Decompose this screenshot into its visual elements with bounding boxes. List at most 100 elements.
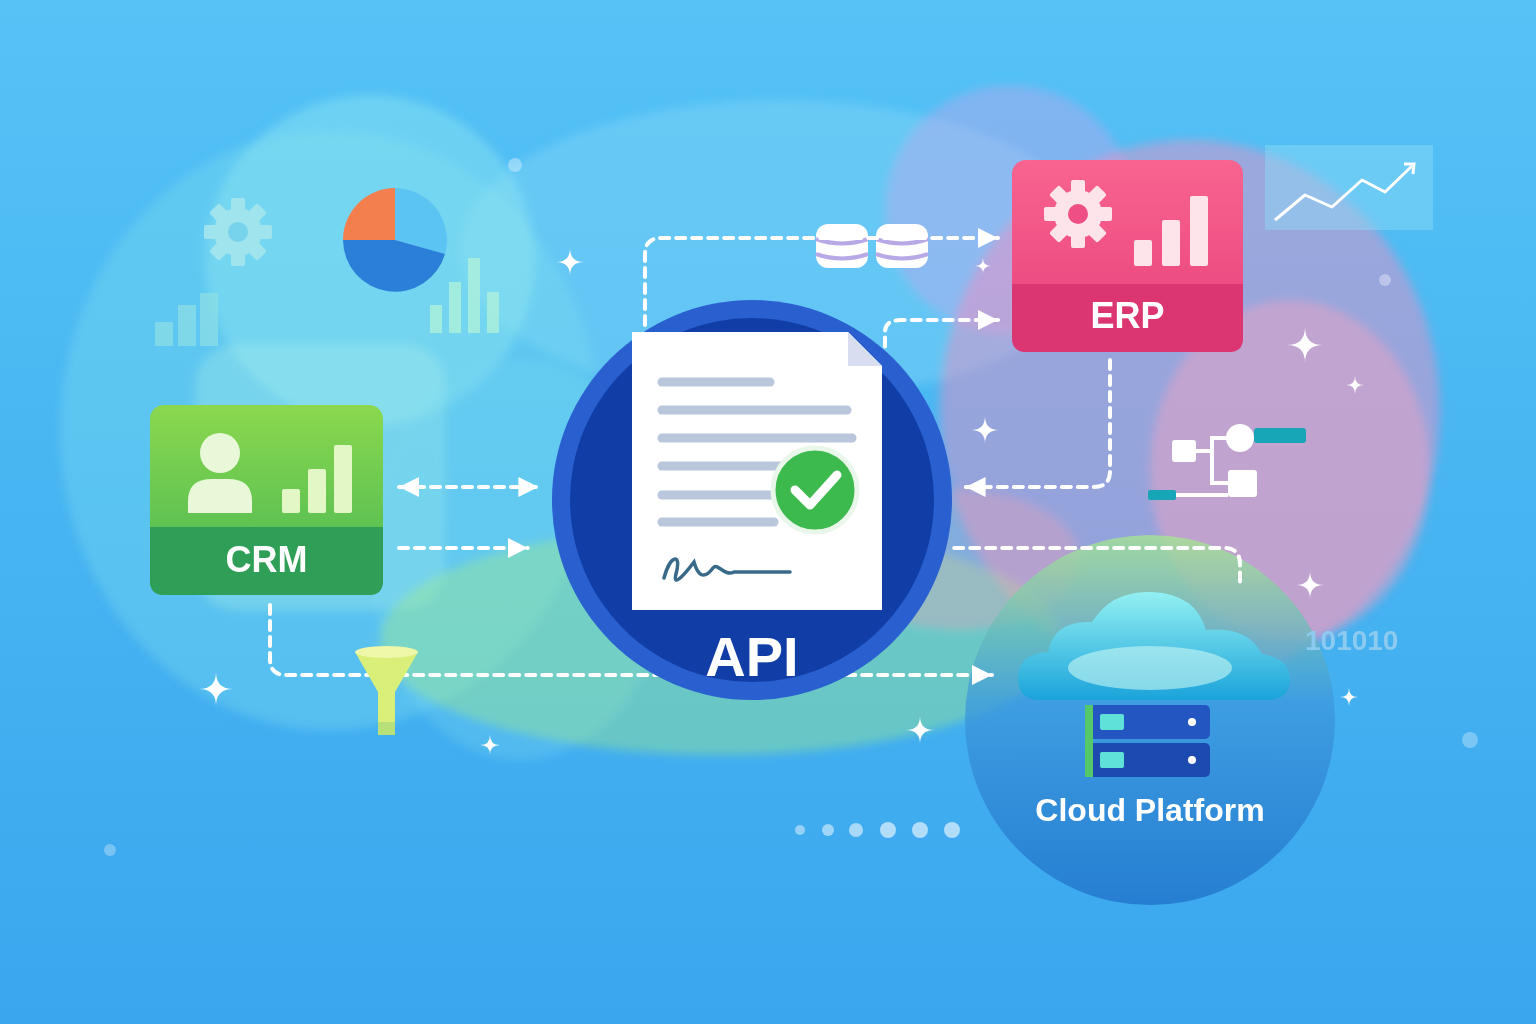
small-bar-icon: [155, 293, 218, 346]
decor-dots-part: [1379, 274, 1391, 286]
api-circle-part: [795, 475, 837, 505]
sparkles-part: [971, 416, 999, 444]
decor-dots-part: [880, 822, 896, 838]
cloud-platform-node: Cloud Platform: [1000, 590, 1300, 840]
erp-box: ERP: [1012, 160, 1243, 352]
crm-box-part: [282, 489, 300, 513]
node-label: ERP: [1012, 286, 1243, 346]
gear-icon: [204, 198, 272, 266]
cloud-backdrop: [965, 535, 1335, 905]
erp-box-part: [1134, 240, 1152, 266]
funnel-icon-part: [355, 646, 418, 658]
erp-box-part-part: [1087, 223, 1107, 243]
hierarchy-icon-part: [1254, 428, 1306, 443]
erp-box-part-part: [1071, 180, 1085, 194]
gear-icon-part: [209, 203, 229, 223]
crm-box-part: [334, 445, 352, 513]
erp-box-part-part: [1049, 223, 1069, 243]
funnel-icon-part: [378, 722, 395, 735]
api-circle-part-part: [662, 518, 774, 527]
erp-box-part: [1012, 160, 1243, 352]
hierarchy-icon-part: [1228, 470, 1257, 497]
api-circle-part: [552, 300, 952, 700]
api-circle-part: [848, 332, 882, 366]
database-icon-part-part: [876, 224, 928, 268]
trend-chart-icon-part: [1265, 145, 1433, 230]
gear-icon-part: [231, 252, 245, 266]
small-bar-icon-part: [200, 293, 218, 346]
dashed-connector: [954, 548, 1240, 584]
dashed-connector: [966, 360, 1110, 487]
crm-box-part: [200, 433, 240, 473]
erp-box-part-part: [1098, 207, 1112, 221]
decor-dots-part: [849, 823, 863, 837]
hierarchy-icon-part: [1172, 440, 1196, 462]
cloud-server-icon-part: [1068, 646, 1232, 690]
crm-box-part: [150, 527, 383, 595]
hierarchy-icon-part: [1148, 490, 1176, 500]
trend-chart-icon: [1265, 145, 1433, 230]
bar-chart-icon-part: [449, 282, 461, 333]
bar-chart-icon-part: [487, 292, 499, 333]
cloud-server-icon-part: [1188, 756, 1196, 764]
cloud-server-icon-part: [1018, 592, 1290, 700]
sparkles-part: [975, 258, 991, 274]
cloud-server-icon-part: [1100, 752, 1124, 768]
gear-icon-part: [247, 203, 267, 223]
trend-chart-icon-part: [1404, 164, 1414, 174]
pie-chart-icon: [343, 188, 447, 292]
erp-box-part-part: [1087, 185, 1107, 205]
small-bar-icon-part: [155, 322, 173, 346]
sparkles-part: [480, 735, 500, 755]
cloud-server-icon-part: [1100, 714, 1124, 730]
decor-dots-part: [944, 822, 960, 838]
crm-box-part: [188, 479, 252, 513]
database-icon-part: [876, 224, 928, 268]
database-icon-part-part: [876, 239, 928, 259]
sparkles-part: [1340, 688, 1358, 706]
erp-box-part: [1190, 196, 1208, 266]
decor-dots-part: [104, 844, 116, 856]
erp-box-part: [1162, 220, 1180, 266]
funnel-icon-part: [355, 652, 418, 735]
api-circle-part-part: [662, 491, 780, 500]
gear-icon-part: [231, 198, 245, 212]
decor-dots-part: [508, 158, 522, 172]
node-label: Cloud Platform: [1000, 788, 1300, 832]
decor-dots-part: [1462, 732, 1478, 748]
sparkles-part: [556, 248, 584, 276]
trend-chart-icon-part: [1275, 166, 1412, 220]
hierarchy-icon-part: [1226, 424, 1254, 452]
soft-blobs: [60, 85, 1440, 760]
dashed-connector: [399, 546, 528, 550]
database-icon-part: [816, 224, 868, 268]
bar-chart-icon-part: [430, 305, 442, 333]
sparkles-part: [199, 672, 233, 706]
database-icon-part-part: [816, 239, 868, 259]
hierarchy-icon: [1148, 424, 1306, 500]
crm-box-part: [150, 405, 383, 595]
api-circle-part: [773, 448, 857, 532]
binary-label: 101010: [1305, 625, 1398, 657]
gear-icon-part: [228, 222, 248, 242]
erp-box-part: [1012, 284, 1243, 352]
sparkles-part: [1287, 327, 1323, 363]
hierarchy-icon-part: [1176, 493, 1228, 497]
api-circle-part: [632, 332, 882, 610]
sparkles-part: [1346, 376, 1364, 394]
sparkles-part: [1296, 571, 1324, 599]
database-icon: [816, 224, 928, 268]
crm-box: CRM: [150, 405, 383, 595]
erp-box-part: [1044, 180, 1112, 248]
cloud-server-icon-part: [1085, 705, 1210, 739]
api-circle-part-part: [662, 434, 852, 443]
api-circle-part-part: [662, 406, 847, 415]
decor-dots-part: [912, 822, 928, 838]
cloud-server-icon-part: [1085, 705, 1093, 777]
erp-box-part-part: [1049, 185, 1069, 205]
bar-chart-icon: [430, 258, 499, 333]
decor-dots-part: [795, 825, 805, 835]
bar-chart-icon-part: [468, 258, 480, 333]
